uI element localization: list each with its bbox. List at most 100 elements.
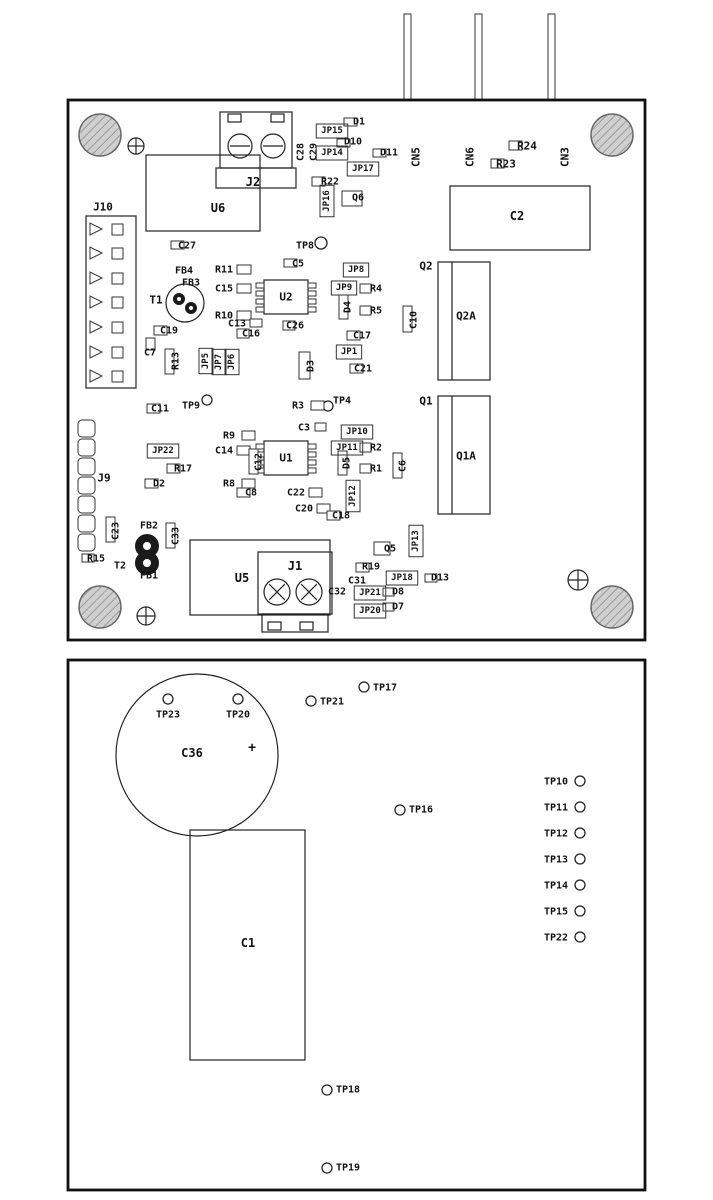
label-c29: C29 [309,143,320,161]
c12-pad [248,448,259,475]
r5-pad [359,305,372,316]
r17-pad [166,463,181,474]
svg-text:C1: C1 [241,936,255,950]
label-jp13: JP13 [408,524,424,558]
label-tp9: TP9 [182,401,200,412]
svg-text:U5: U5 [235,571,249,585]
label-r23: R23 [496,158,516,171]
label-d13: D13 [431,573,449,584]
label-tp17: TP17 [373,683,397,694]
svg-text:C7: C7 [144,348,156,359]
r4-pad [359,283,372,294]
label-u5: U5 [235,571,249,585]
label-r2: R2 [370,443,382,454]
c27-pad [170,240,185,250]
label-jp17: JP17 [346,161,380,177]
svg-text:R23: R23 [496,158,516,171]
svg-text:D1: D1 [353,117,365,128]
svg-text:TP9: TP9 [182,401,200,412]
label-c8: C8 [245,488,257,499]
r10-pad [236,310,252,321]
label-d3: D3 [306,360,317,372]
label-jp6: JP6 [224,348,240,376]
label-r4: R4 [370,284,382,295]
u1-pin [307,467,317,474]
r24-pad [508,140,523,151]
svg-text:R8: R8 [223,479,235,490]
svg-text:FB1: FB1 [140,571,158,582]
svg-text:U1: U1 [279,452,293,465]
label-c3: C3 [298,423,310,434]
svg-text:C36: C36 [181,746,203,760]
svg-text:C27: C27 [178,241,196,252]
svg-text:JP13: JP13 [411,530,421,552]
c11-pad [146,403,161,414]
label-tp4: TP4 [333,396,351,407]
label-c28: C28 [296,143,307,161]
svg-text:C10: C10 [409,311,420,329]
j9-pad-4 [77,476,96,495]
c13-pad [249,318,263,328]
tp18-pad [321,1084,333,1096]
t1-core-2 [185,302,197,314]
svg-text:R3: R3 [292,401,304,412]
label-c20: C20 [295,504,313,515]
svg-text:C26: C26 [286,321,304,332]
label-j2: J2 [246,175,260,189]
j10-pad-3 [111,272,124,285]
label-c15: C15 [215,284,233,295]
cn5-pin [403,13,412,107]
label-u2: U2 [279,291,292,304]
c3-pad [314,422,327,432]
label-tp10: TP10 [544,777,568,788]
label-c21: C21 [354,364,372,375]
j1-tab-1 [267,621,282,631]
j10-arrow-5 [89,320,104,334]
label-c11: C11 [151,404,169,415]
tp10-pad [574,775,586,787]
label-tp14: TP14 [544,881,568,892]
tp13-pad [574,853,586,865]
j9-pad-7 [77,533,96,552]
j9-pad-6 [77,514,96,533]
svg-text:JP8: JP8 [348,265,364,275]
label-jp20: JP20 [353,603,387,619]
label-fb3: FB3 [182,278,200,289]
j10-body [85,215,137,389]
svg-text:FB4: FB4 [175,266,193,277]
label-tp12: TP12 [544,829,568,840]
u6-body [145,154,261,232]
svg-text:TP14: TP14 [544,881,568,892]
j10-arrow-7 [89,369,104,383]
svg-text:J2: J2 [246,175,260,189]
svg-text:Q6: Q6 [352,193,364,204]
j1-base [261,613,329,633]
d11-pad [372,148,387,158]
svg-text:TP21: TP21 [320,697,344,708]
svg-text:T2: T2 [114,561,126,572]
svg-text:C13: C13 [228,319,246,330]
svg-text:R19: R19 [362,562,380,573]
u1-body [263,440,309,476]
svg-text:C20: C20 [295,504,313,515]
label-c18: C18 [332,511,350,522]
label-d5: D5 [342,457,353,469]
j9-pad-2 [77,438,96,457]
j10-pad-5 [111,321,124,334]
u2-pin [307,298,317,305]
tp9-pad [201,394,213,406]
label-jp10: JP10 [340,424,374,440]
svg-text:TP15: TP15 [544,907,568,918]
svg-text:TP16: TP16 [409,805,433,816]
label-c23: C23 [111,522,122,540]
label-r19: R19 [362,562,380,573]
svg-text:C33: C33 [171,527,182,545]
label-cn6: CN6 [464,147,477,167]
tp16-pad [394,804,406,816]
label-d10: D10 [344,137,362,148]
offboard-connector-pins [403,13,556,107]
j10-pad-1 [111,223,124,236]
label-r13: R13 [171,352,182,370]
